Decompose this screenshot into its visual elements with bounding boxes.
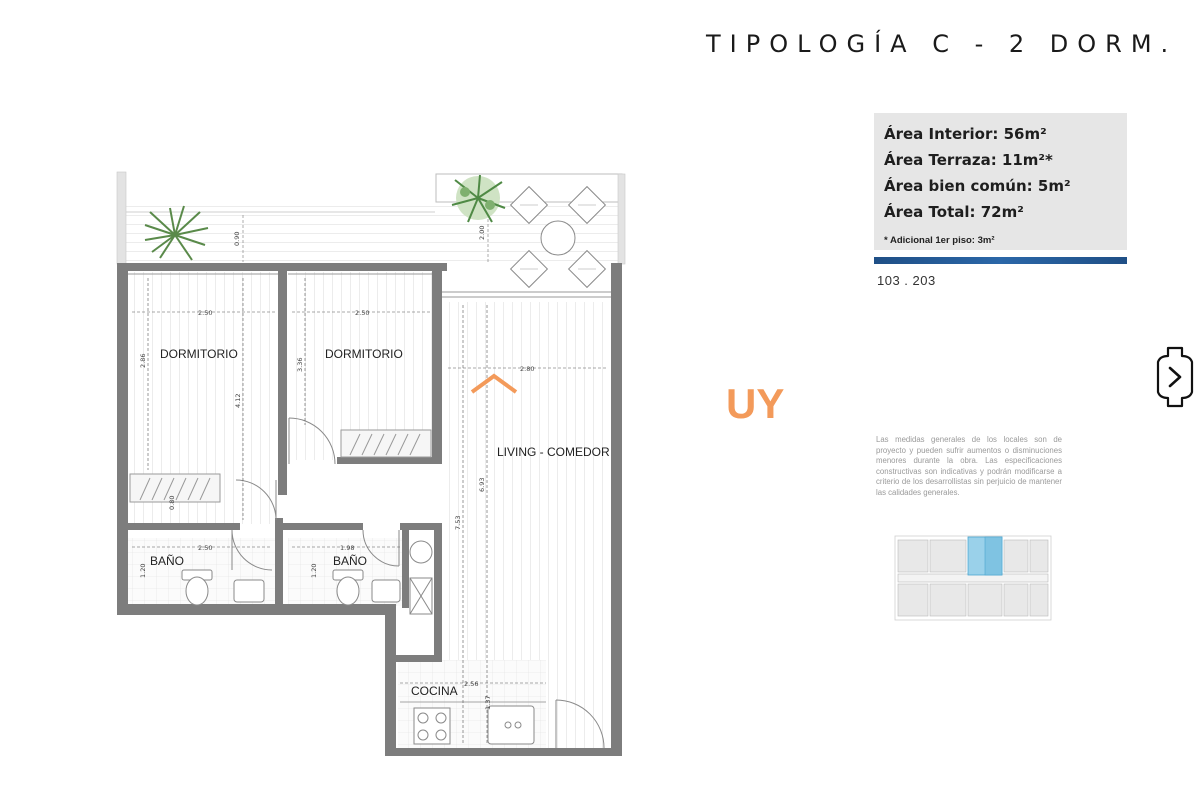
dim-label: 0.90 xyxy=(233,232,241,246)
unit-code: 103 . 203 xyxy=(877,273,936,288)
dimension-lines xyxy=(132,278,608,745)
area-total: Área Total: 72m² xyxy=(884,203,1024,221)
walls xyxy=(117,263,622,756)
plant-left xyxy=(144,205,209,261)
dim-label: 1.98 xyxy=(340,544,354,552)
dim-label: 0.80 xyxy=(168,496,176,510)
area-bien-comun: Área bien común: 5m² xyxy=(884,177,1071,195)
dim-label: 4.12 xyxy=(234,394,242,408)
area-summary-panel: Área Interior: 56m² Área Terraza: 11m²* … xyxy=(874,113,1127,250)
area-terraza: Área Terraza: 11m²* xyxy=(884,151,1053,169)
chevron-right-icon xyxy=(1156,346,1194,408)
dim-label: 2.86 xyxy=(139,354,147,368)
dim-label: 2.00 xyxy=(478,226,486,240)
room-label-living: LIVING - COMEDOR xyxy=(497,445,610,459)
accent-divider xyxy=(874,257,1127,264)
plant-right xyxy=(451,174,506,223)
dim-label: 2.50 xyxy=(198,309,212,317)
dim-label: 3.36 xyxy=(296,358,304,372)
dim-label: 1.37 xyxy=(484,696,492,710)
key-plan xyxy=(894,535,1052,621)
fixtures xyxy=(181,540,546,745)
dim-label: 2.50 xyxy=(355,309,369,317)
dim-label: 2.56 xyxy=(464,680,478,688)
watermark-text: UY xyxy=(726,380,785,427)
dim-label: 2.80 xyxy=(520,365,534,373)
terrace-table xyxy=(509,185,607,289)
next-button[interactable] xyxy=(1154,346,1196,408)
disclaimer-text: Las medidas generales de los locales son… xyxy=(876,435,1062,497)
doors xyxy=(231,417,605,749)
room-label-dormitorio-1: DORMITORIO xyxy=(160,347,238,361)
dim-label: 2.50 xyxy=(198,544,212,552)
room-label-bano-2: BAÑO xyxy=(333,554,367,568)
glazing xyxy=(128,273,611,298)
dim-label: 7.53 xyxy=(454,516,462,530)
room-label-dormitorio-2: DORMITORIO xyxy=(325,347,403,361)
dim-label: 6.93 xyxy=(478,478,486,492)
room-label-cocina: COCINA xyxy=(411,684,458,698)
area-interior: Área Interior: 56m² xyxy=(884,125,1047,143)
dim-label: 1.20 xyxy=(139,564,147,578)
area-note: * Adicional 1er piso: 3m² xyxy=(884,235,995,246)
closets xyxy=(129,429,432,503)
watermark-logo xyxy=(470,373,518,394)
dim-label: 1.20 xyxy=(310,564,318,578)
page-title: TIPOLOGÍA C - 2 DORM. xyxy=(706,30,1178,58)
room-label-bano-1: BAÑO xyxy=(150,554,184,568)
